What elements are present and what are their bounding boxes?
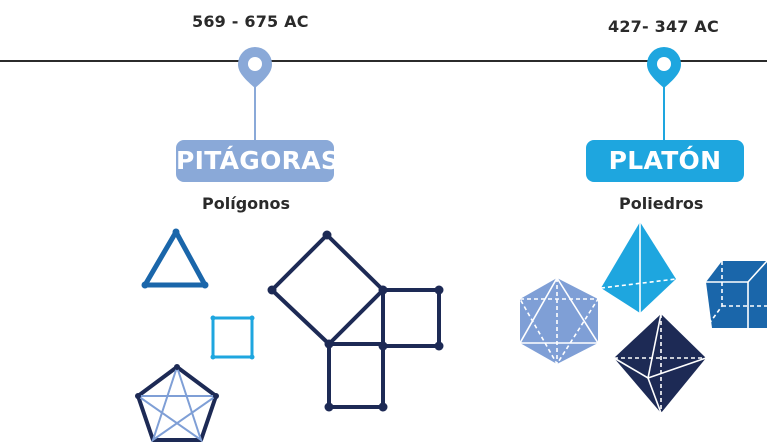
topic-platon: Poliedros <box>619 194 704 213</box>
octahedron-icon <box>613 313 707 414</box>
pentagon-star-icon <box>134 364 220 442</box>
triangle-icon <box>141 228 209 289</box>
badge-platon: PLATÓN <box>586 140 744 182</box>
date-platon: 427- 347 AC <box>608 17 719 36</box>
icosahedron-icon <box>518 277 600 366</box>
square-icon <box>210 315 255 360</box>
date-pitagoras: 569 - 675 AC <box>192 12 309 31</box>
stem-pitagoras <box>254 80 256 146</box>
tetrahedron-icon <box>600 222 677 313</box>
stem-platon <box>663 80 665 146</box>
badge-pitagoras: PITÁGORAS <box>176 140 339 182</box>
cube-icon <box>705 260 767 329</box>
topic-pitagoras: Polígonos <box>202 194 291 213</box>
pythagorean-vertices <box>267 230 444 412</box>
timeline-line <box>0 60 767 62</box>
